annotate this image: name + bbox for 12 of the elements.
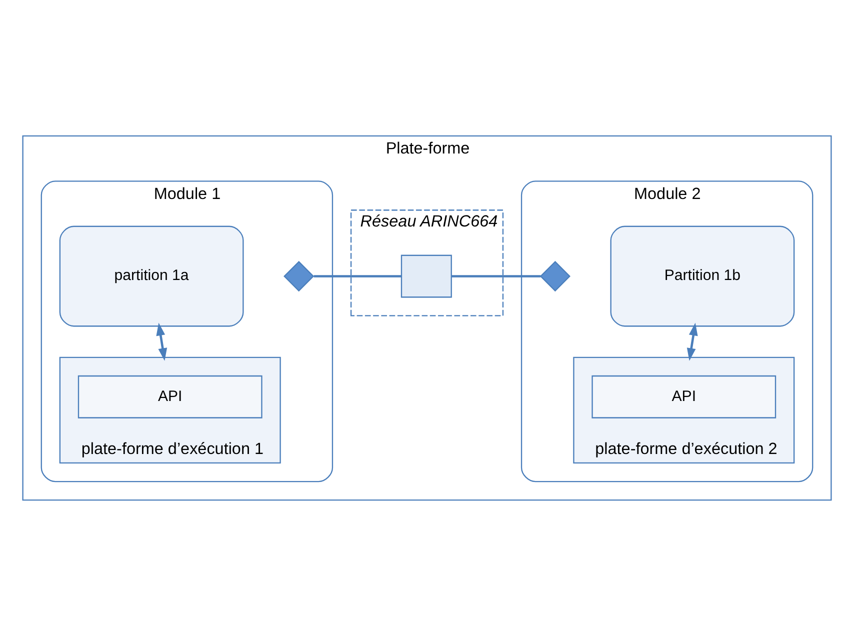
node-box: partition 1a [59, 226, 244, 327]
node-box: Partition 1b [610, 226, 795, 327]
arrow [686, 322, 698, 361]
node-diamond [540, 260, 570, 292]
connector [452, 275, 541, 278]
arrow [156, 322, 168, 361]
cluster: Réseau ARINC664 [350, 210, 504, 316]
node-box [400, 254, 452, 298]
node-box: API [78, 375, 262, 418]
node-box: API [592, 375, 776, 418]
node-diamond [284, 260, 314, 292]
connector [314, 275, 402, 278]
